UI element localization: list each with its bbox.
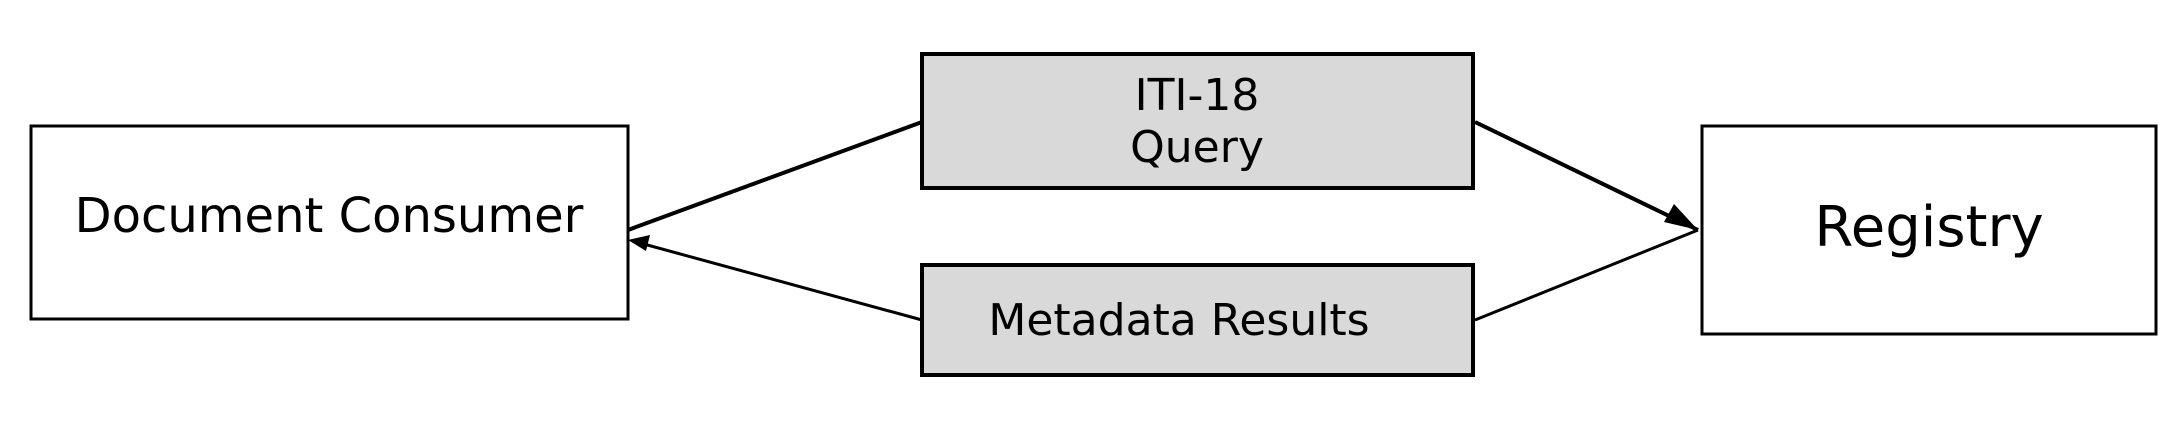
query-label: Query [1130, 122, 1264, 173]
query-message-box: ITI-18 Query [920, 52, 1475, 190]
query-transaction-id: ITI-18 [1135, 70, 1260, 121]
results-message-box: Metadata Results [920, 263, 1475, 377]
document-consumer-label: Document Consumer [75, 188, 584, 244]
registry-label: Registry [1814, 195, 2043, 260]
results-to-consumer-arrow [639, 241, 923, 322]
registry-arrowhead [1664, 204, 1698, 230]
registry-to-results-connector [1474, 228, 1699, 322]
query-to-registry-arrow [1474, 120, 1699, 232]
consumer-to-query-connector [627, 120, 923, 232]
document-consumer-box: Document Consumer [29, 124, 630, 321]
registry-box: Registry [1700, 124, 2158, 336]
metadata-results-label: Metadata Results [988, 295, 1369, 346]
consumer-arrowhead [628, 235, 650, 251]
